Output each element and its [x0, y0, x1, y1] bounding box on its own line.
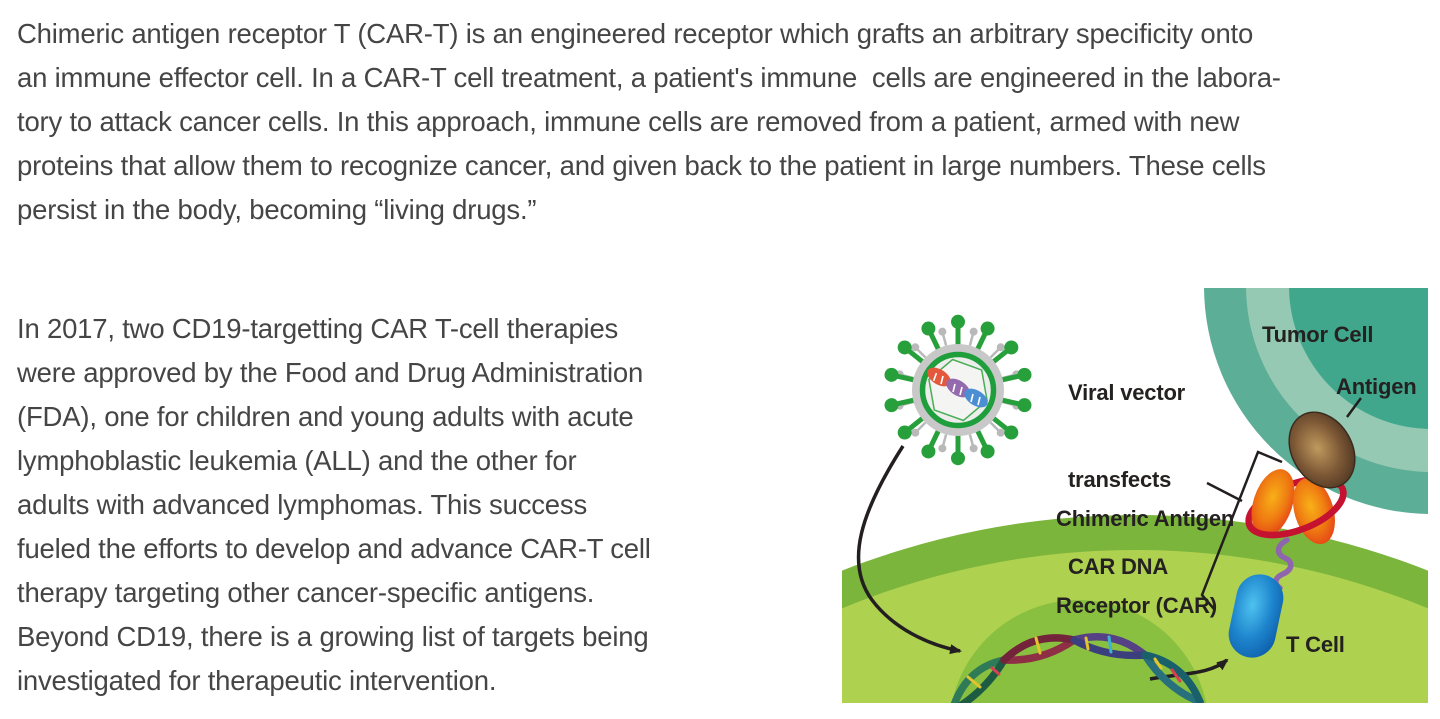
text-line: proteins that allow them to recognize ca…: [17, 150, 1266, 181]
car-label: Chimeric Antigen Receptor (CAR): [1056, 446, 1234, 678]
dna-helix-graphic: [950, 633, 1204, 703]
text-line: In 2017, two CD19-targetting CAR T-cell …: [17, 313, 619, 344]
viral-vector-label-line: CAR DNA: [1068, 554, 1169, 579]
antigen-graphic: [1288, 411, 1356, 489]
car-dna-mini-helix: [927, 367, 988, 408]
viral-vector-label: Viral vector transfects CAR DNA: [1068, 320, 1185, 639]
text-line: persist in the body, becoming “living dr…: [17, 194, 537, 225]
text-line: Beyond CD19, there is a growing list of …: [17, 621, 649, 652]
text-line: lymphoblastic leukemia (ALL) and the oth…: [17, 445, 577, 476]
text-line: an immune effector cell. In a CAR-T cell…: [17, 62, 1281, 93]
car-bracket-line: [1200, 450, 1283, 610]
antigen-label: Antigen: [1336, 374, 1417, 399]
car-t-figure-canvas: [842, 288, 1428, 703]
text-line: investigated for therapeutic interventio…: [17, 665, 497, 696]
car-label-line: Receptor (CAR): [1056, 593, 1217, 618]
body-paragraph: In 2017, two CD19-targetting CAR T-cell …: [17, 307, 651, 703]
text-line: fueled the efforts to develop and advanc…: [17, 533, 651, 564]
text-line: adults with advanced lymphomas. This suc…: [17, 489, 587, 520]
car-ring-front-arc: [1246, 487, 1347, 539]
tumor-cell-label: Tumor Cell: [1262, 322, 1374, 347]
t-cell-label: T Cell: [1286, 632, 1345, 657]
text-line: were approved by the Food and Drug Admin…: [17, 357, 644, 388]
arrow-virus-to-nucleus: [856, 445, 962, 655]
text-line: therapy targeting other cancer-specific …: [17, 577, 595, 608]
intro-paragraph: Chimeric antigen receptor T (CAR-T) is a…: [17, 12, 1281, 232]
car-graphic: [1228, 469, 1347, 658]
car-label-line: Chimeric Antigen: [1056, 506, 1235, 531]
viral-vector-label-line: Viral vector: [1068, 380, 1186, 405]
text-line: (FDA), one for children and young adults…: [17, 401, 634, 432]
tumor-cell-graphic: [1204, 288, 1428, 514]
viral-vector-label-line: transfects: [1068, 467, 1172, 492]
antigen-pointer-line: [1345, 397, 1363, 418]
text-line: Chimeric antigen receptor T (CAR-T) is a…: [17, 18, 1254, 49]
car-t-illustration: Viral vector transfects CAR DNA Tumor Ce…: [842, 288, 1428, 703]
nucleus-graphic: [951, 600, 1207, 703]
t-cell-receptor-capsule: [1228, 574, 1284, 658]
virus-graphic: [884, 314, 1032, 466]
text-line: tory to attack cancer cells. In this app…: [17, 106, 1240, 137]
